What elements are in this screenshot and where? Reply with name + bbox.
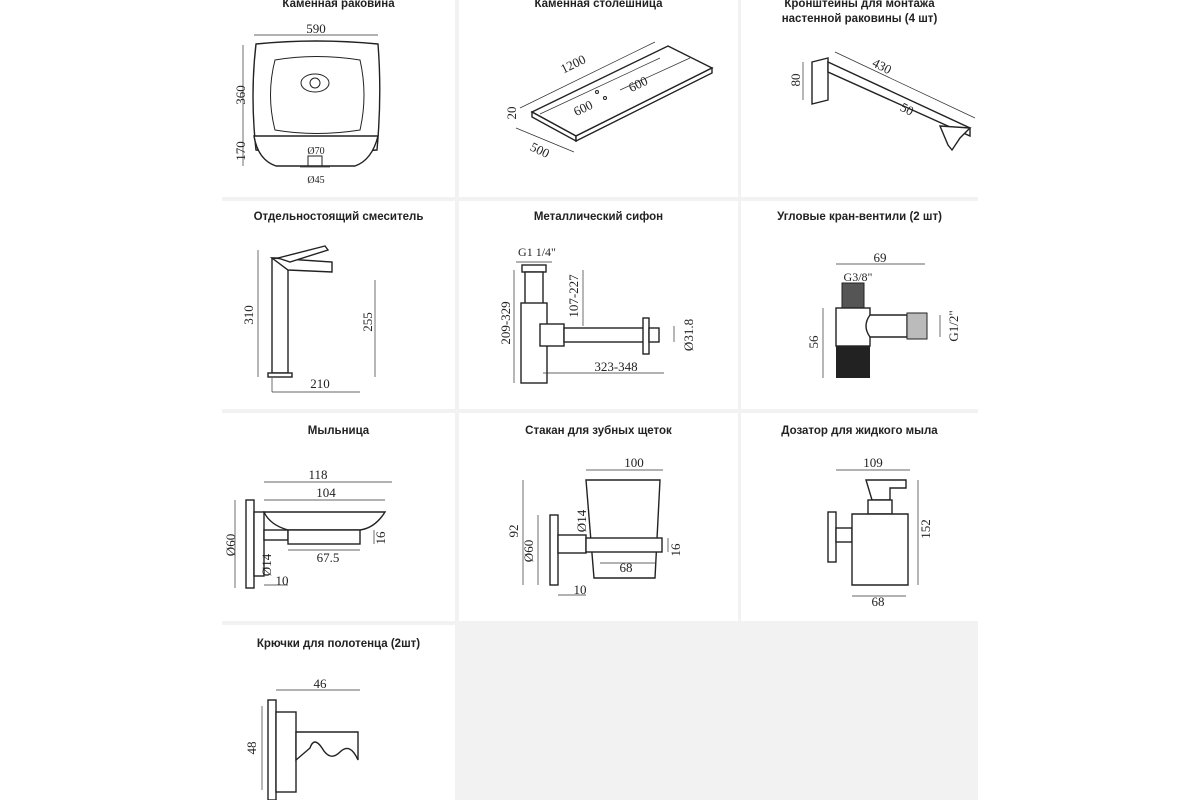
cell-siphon: Металлический сифон — [459, 201, 738, 409]
dim-label: 92 — [506, 525, 521, 538]
cell-title: Кронштейны для монтажа настенной раковин… — [781, 0, 938, 25]
dim-label: 48 — [244, 742, 259, 755]
dim-label: 68 — [872, 594, 885, 609]
dim-label: 56 — [806, 335, 821, 349]
stone-sink-drawing: 590 360 170 Ø70 Ø45 — [233, 21, 381, 186]
dim-label: Ø60 — [521, 540, 536, 562]
dim-label: Ø45 — [307, 175, 324, 186]
dim-label: 500 — [528, 139, 552, 161]
faucet-drawing: 310 255 210 — [241, 245, 376, 393]
cell-title: Каменная столешница — [534, 0, 663, 10]
cell-title: Крючки для полотенца (2шт) — [256, 638, 421, 650]
stone-countertop-drawing: 1200 600 600 20 500 — [504, 41, 714, 161]
siphon-drawing: G1 1/4" 209-329 107-227 Ø31.8 323-348 — [498, 245, 696, 384]
dim-label: Ø70 — [307, 146, 324, 157]
brackets-drawing: 80 430 50 — [788, 51, 976, 152]
cell-title: Угловые кран-вентили (2 шт) — [777, 211, 942, 223]
angle-valves-drawing: 69 G3/8" 56 G1/2" — [806, 250, 961, 378]
cell-title: Каменная раковина — [282, 0, 395, 10]
dim-label: 209-329 — [498, 301, 513, 344]
dim-label: Ø14 — [574, 509, 589, 532]
dim-label: G3/8" — [844, 270, 873, 284]
dim-label: 68 — [620, 560, 633, 575]
cell-title: Стакан для зубных щеток — [525, 425, 672, 437]
dim-label: 67.5 — [317, 550, 340, 565]
dim-label: Ø14 — [259, 553, 274, 576]
dim-label: 430 — [870, 55, 894, 77]
dim-label: 20 — [504, 107, 519, 120]
dim-label: 210 — [310, 376, 330, 391]
dim-label: 100 — [624, 455, 644, 470]
dim-label: 107-227 — [566, 274, 581, 318]
dim-label: 109 — [863, 455, 883, 470]
dim-label: 170 — [233, 141, 248, 161]
dim-label: 360 — [233, 85, 248, 105]
dim-label: G1/2" — [946, 310, 961, 341]
dim-label: Ø60 — [223, 534, 238, 556]
soap-dispenser-drawing: 109 152 68 — [827, 455, 933, 609]
dim-label: 255 — [360, 312, 375, 332]
cell-title: Мыльница — [307, 425, 370, 437]
dim-label: 118 — [308, 467, 327, 482]
dim-label: 10 — [574, 582, 587, 597]
dim-label: 1200 — [558, 52, 588, 77]
cell-towel-hooks: Крючки для полотенца (2шт) — [222, 625, 455, 800]
cell-title: Металлический сифон — [533, 211, 664, 223]
dim-label: 80 — [788, 74, 803, 87]
dim-label: 46 — [314, 676, 328, 691]
cell-faucet: Отдельностоящий смеситель — [222, 201, 455, 409]
dim-label: 50 — [898, 99, 916, 118]
cell-title: Дозатор для жидкого мыла — [781, 425, 938, 437]
cell-title: Отдельностоящий смеситель — [253, 211, 424, 223]
soap-dish-drawing: 118 104 Ø60 Ø14 16 67.5 10 — [223, 467, 392, 589]
dim-label: 323-348 — [594, 359, 637, 374]
towel-hooks-drawing: 46 48 — [244, 676, 360, 800]
dim-label: 590 — [306, 21, 326, 36]
dim-label: 310 — [241, 305, 256, 325]
cell-sink-brackets: Кронштейны для монтажа настенной раковин… — [741, 0, 978, 197]
toothbrush-glass-drawing: 100 92 Ø60 Ø14 16 68 10 — [506, 455, 683, 597]
dim-label: 16 — [668, 543, 683, 557]
dim-label: 104 — [316, 485, 336, 500]
dim-label: 69 — [874, 250, 887, 265]
dim-label: G1 1/4" — [518, 245, 556, 259]
dim-label: 16 — [373, 531, 388, 545]
dim-label: 152 — [918, 519, 933, 539]
dim-label: Ø31.8 — [681, 319, 696, 351]
dim-label: 10 — [276, 573, 289, 588]
